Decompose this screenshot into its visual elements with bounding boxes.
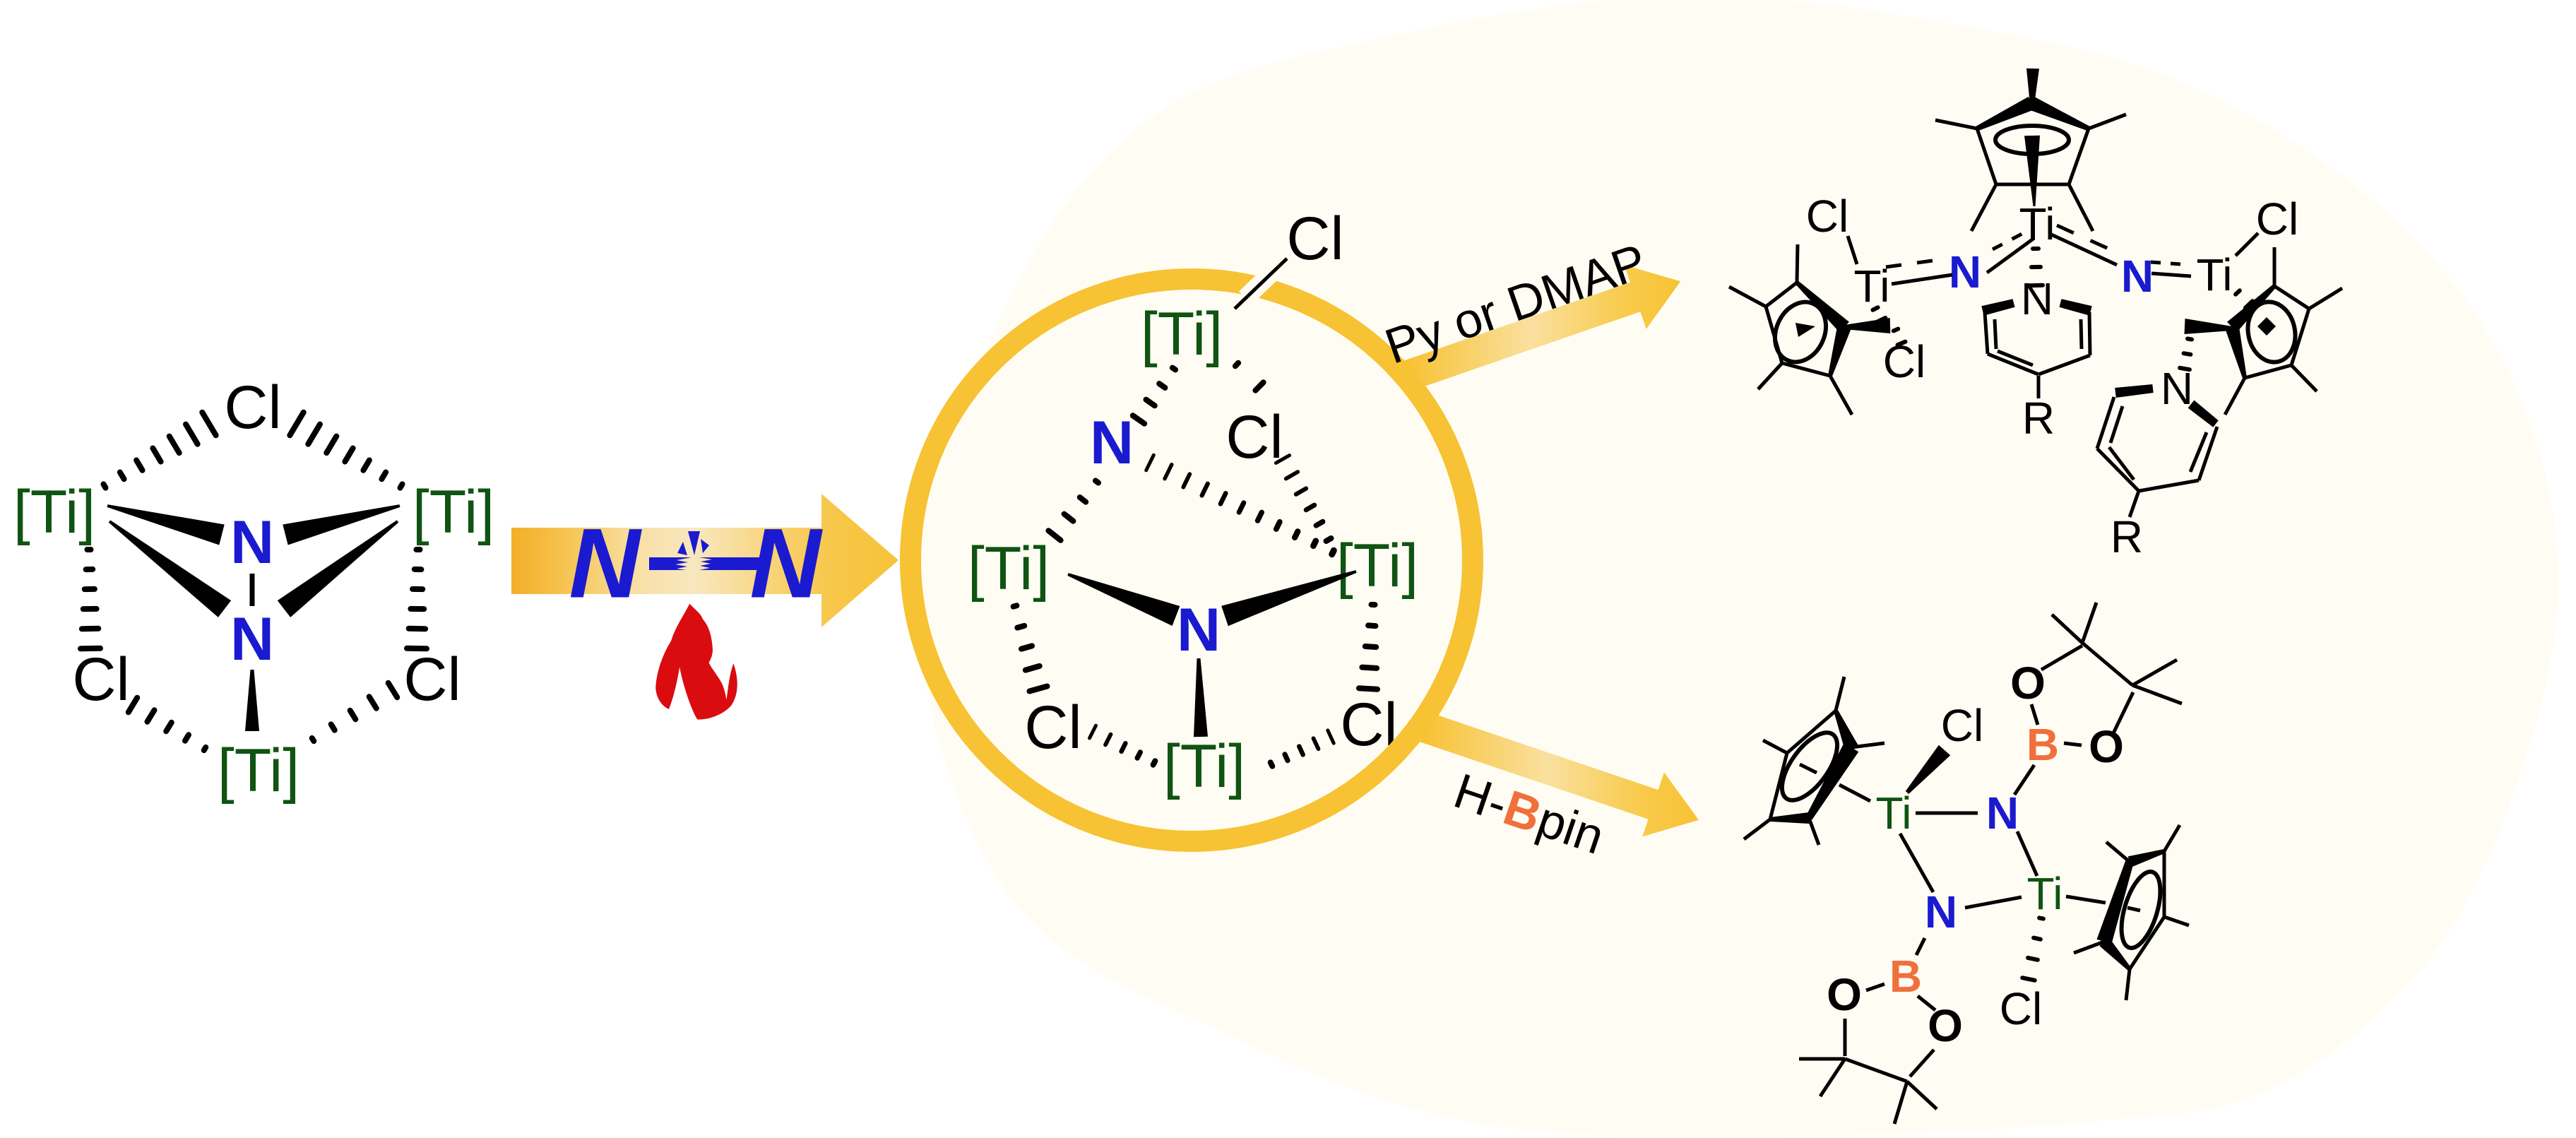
svg-text:O: O bbox=[1827, 969, 1862, 1020]
svg-text:[Ti]: [Ti] bbox=[968, 535, 1050, 603]
svg-text:Cl: Cl bbox=[72, 646, 129, 713]
svg-text:Cl: Cl bbox=[1225, 403, 1283, 471]
svg-text:Ti: Ti bbox=[2027, 868, 2063, 919]
svg-text:Cl: Cl bbox=[403, 646, 461, 713]
svg-text:Cl: Cl bbox=[224, 374, 281, 441]
svg-text:R: R bbox=[2111, 511, 2143, 562]
svg-text:N: N bbox=[569, 508, 642, 619]
svg-text:N: N bbox=[1986, 788, 2019, 838]
svg-text:N: N bbox=[2121, 251, 2154, 302]
svg-text:Ti: Ti bbox=[2019, 198, 2055, 249]
svg-text:O: O bbox=[2010, 658, 2046, 709]
svg-text:N: N bbox=[230, 509, 274, 576]
svg-text:Cl: Cl bbox=[2000, 983, 2042, 1034]
svg-text:Cl: Cl bbox=[1024, 694, 1081, 761]
svg-text:[Ti]: [Ti] bbox=[1163, 733, 1245, 800]
svg-text:Cl: Cl bbox=[1286, 205, 1343, 273]
svg-text:Cl: Cl bbox=[1806, 191, 1848, 242]
svg-text:B: B bbox=[1889, 951, 1922, 1002]
svg-text:N: N bbox=[230, 605, 274, 673]
svg-text:Ti: Ti bbox=[2197, 249, 2233, 300]
svg-text:[Ti]: [Ti] bbox=[1336, 532, 1418, 600]
svg-text:Ti: Ti bbox=[1854, 261, 1890, 312]
svg-text:R: R bbox=[2022, 393, 2055, 444]
svg-text:O: O bbox=[2089, 721, 2124, 772]
svg-text:Cl: Cl bbox=[1883, 336, 1925, 387]
svg-text:N: N bbox=[1177, 596, 1221, 664]
svg-text:[Ti]: [Ti] bbox=[412, 478, 494, 546]
svg-text:Cl: Cl bbox=[1941, 700, 1983, 751]
svg-text:Ti: Ti bbox=[1876, 788, 1912, 838]
svg-text:N: N bbox=[1090, 409, 1134, 477]
svg-text:B: B bbox=[2026, 719, 2059, 770]
svg-text:N: N bbox=[2021, 273, 2053, 324]
svg-text:N: N bbox=[1925, 887, 1957, 937]
svg-text:N: N bbox=[2161, 363, 2193, 414]
svg-text:N: N bbox=[1949, 247, 1981, 297]
svg-text:Cl: Cl bbox=[2256, 194, 2298, 244]
svg-text:[Ti]: [Ti] bbox=[1141, 300, 1223, 368]
svg-text:[Ti]: [Ti] bbox=[13, 478, 95, 546]
svg-text:[Ti]: [Ti] bbox=[218, 737, 299, 805]
